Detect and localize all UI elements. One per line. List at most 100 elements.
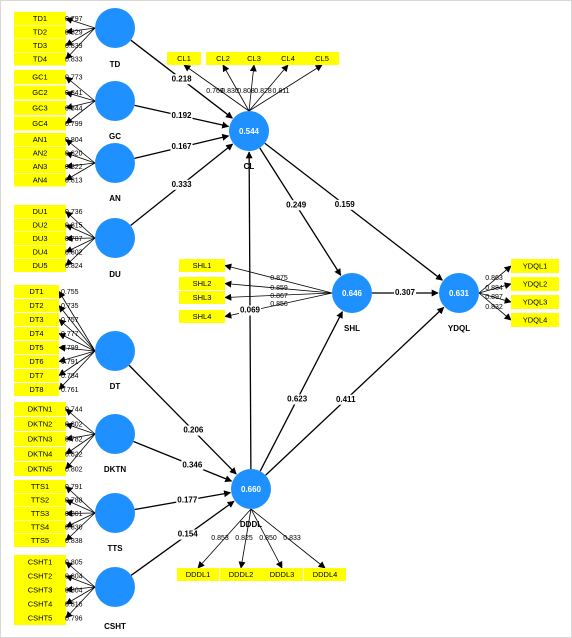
indicator-gc2[interactable]: [14, 85, 66, 100]
indicator-gc4[interactable]: [14, 116, 66, 131]
indicator-csht4[interactable]: [14, 597, 66, 611]
indicator-cl1[interactable]: [167, 52, 201, 65]
loading-line: [197, 508, 252, 569]
path-coef-an-cl: 0.167: [171, 142, 192, 151]
indicator-csht5[interactable]: [14, 611, 66, 625]
indicator-dktn1[interactable]: [14, 402, 66, 416]
indicator-dt5[interactable]: [14, 341, 59, 354]
indicator-an1[interactable]: [14, 133, 66, 146]
indicator-tts3[interactable]: [14, 507, 66, 520]
indicator-dt7[interactable]: [14, 369, 59, 382]
indicator-shl2[interactable]: [179, 277, 225, 290]
loading-line: [65, 585, 96, 593]
indicator-du3[interactable]: [14, 232, 66, 245]
indicator-an2[interactable]: [14, 146, 66, 160]
latent-tts[interactable]: [95, 493, 135, 533]
indicator-dt6[interactable]: [14, 355, 59, 368]
indicator-td4[interactable]: [14, 52, 66, 66]
loading-dt3: 0.757: [61, 317, 79, 324]
latent-dktn-label: DKTN: [104, 465, 126, 474]
latent-cl[interactable]: [229, 111, 269, 151]
indicator-cl3[interactable]: [237, 52, 271, 65]
indicator-dt7-label: DT7: [29, 371, 43, 380]
indicator-td3[interactable]: [14, 39, 66, 52]
indicator-dktn2[interactable]: [14, 417, 66, 431]
indicator-tts4[interactable]: [14, 520, 66, 534]
indicator-ydql4[interactable]: [511, 313, 559, 327]
path-coef-bg: [170, 74, 193, 85]
indicator-dt2[interactable]: [14, 299, 59, 312]
latent-td[interactable]: [95, 8, 135, 48]
loading-ydql1: 0.863: [485, 275, 503, 282]
indicator-dt6-label: DT6: [29, 357, 43, 366]
indicator-dddl2[interactable]: [220, 568, 262, 581]
indicator-shl4[interactable]: [179, 310, 225, 323]
loading-line: [478, 292, 512, 321]
indicator-td1[interactable]: [14, 12, 66, 25]
path-coef-cl-ydql: 0.159: [335, 200, 356, 209]
indicator-tts5[interactable]: [14, 534, 66, 547]
loading-shl4: 0.856: [270, 301, 288, 308]
indicator-cl5[interactable]: [305, 52, 339, 65]
loading-dt5: 0.799: [61, 345, 79, 352]
loading-gc2: 0.841: [65, 90, 83, 97]
loading-csht1: 0.805: [65, 559, 83, 566]
indicator-csht3-label: CSHT3: [28, 585, 53, 594]
indicator-dktn5[interactable]: [14, 462, 66, 476]
loading-line: [65, 486, 96, 514]
indicator-dt4[interactable]: [14, 327, 59, 340]
indicator-an3[interactable]: [14, 160, 66, 173]
latent-an[interactable]: [95, 143, 135, 183]
loading-line: [65, 561, 96, 588]
indicator-csht2[interactable]: [14, 569, 66, 583]
indicator-csht3[interactable]: [14, 583, 66, 597]
latent-dt[interactable]: [95, 331, 135, 371]
indicator-du5[interactable]: [14, 259, 66, 272]
indicator-dt1[interactable]: [14, 285, 59, 298]
loading-tts4: 0.830: [65, 524, 83, 531]
indicator-dddl1[interactable]: [177, 568, 219, 581]
indicator-du4-label: DU4: [32, 247, 47, 256]
indicator-dt8[interactable]: [14, 383, 59, 396]
loading-line: [65, 76, 96, 102]
loading-gc1: 0.773: [65, 74, 83, 81]
indicator-ydql3[interactable]: [511, 295, 559, 309]
indicator-dddl4[interactable]: [304, 568, 346, 581]
indicator-ydql1[interactable]: [511, 259, 559, 273]
loading-line: [65, 224, 96, 239]
indicator-cl2[interactable]: [206, 52, 240, 65]
indicator-du4[interactable]: [14, 245, 66, 259]
path-coef-bg: [333, 199, 356, 210]
path-coef-bg: [239, 305, 262, 316]
latent-gc[interactable]: [95, 81, 135, 121]
indicator-shl1[interactable]: [179, 259, 225, 272]
indicator-an4[interactable]: [14, 173, 66, 187]
indicator-ydql2[interactable]: [511, 277, 559, 291]
latent-du[interactable]: [95, 218, 135, 258]
latent-csht[interactable]: [95, 567, 135, 607]
latent-shl[interactable]: [332, 273, 372, 313]
indicator-dktn4[interactable]: [14, 447, 66, 461]
indicator-tts1[interactable]: [14, 480, 66, 493]
loading-line: [58, 350, 96, 391]
loading-line: [58, 290, 96, 352]
indicator-td2[interactable]: [14, 25, 66, 39]
latent-ydql[interactable]: [439, 273, 479, 313]
indicator-gc1[interactable]: [14, 70, 66, 84]
indicator-csht1[interactable]: [14, 555, 66, 569]
loading-line: [65, 162, 96, 170]
indicator-tts2[interactable]: [14, 493, 66, 507]
indicator-dt3[interactable]: [14, 313, 59, 326]
latent-dktn[interactable]: [95, 414, 135, 454]
indicator-du2[interactable]: [14, 218, 66, 232]
latent-dddl[interactable]: [231, 469, 271, 509]
path-coef-tts-dddl: 0.177: [177, 495, 198, 504]
path-coef-bg: [334, 394, 357, 405]
indicator-shl3[interactable]: [179, 291, 225, 304]
indicator-cl4[interactable]: [271, 52, 305, 65]
indicator-dddl3[interactable]: [261, 568, 303, 581]
indicator-du1[interactable]: [14, 205, 66, 218]
indicator-gc3[interactable]: [14, 101, 66, 115]
loading-tts1: 0.791: [65, 484, 83, 491]
indicator-dktn3[interactable]: [14, 432, 66, 446]
